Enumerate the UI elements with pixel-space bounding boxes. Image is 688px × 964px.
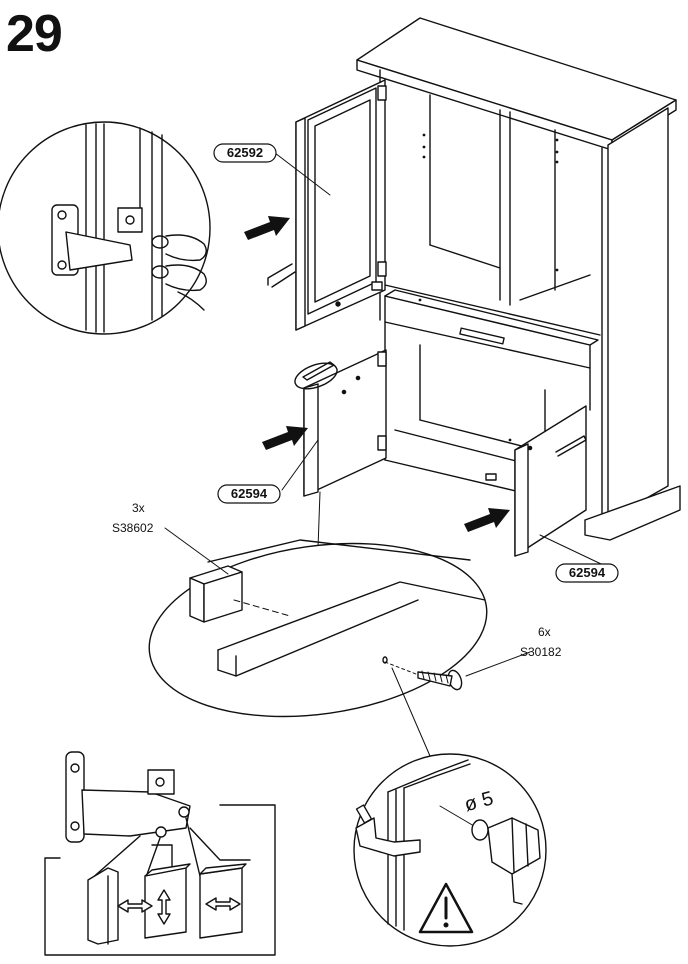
- callout-box-lower-left: [218, 485, 280, 503]
- screw-code: S30182: [520, 645, 562, 659]
- cap-quantity: 3x: [132, 501, 145, 515]
- screw-icon: [383, 657, 464, 691]
- warning-icon: [420, 884, 472, 932]
- callout-door-lower-left: 62594: [231, 486, 268, 501]
- hardware-detail: [138, 523, 530, 737]
- step-number: 29: [6, 5, 63, 63]
- callout-box-upper: [214, 144, 276, 162]
- arrow-icon: [244, 216, 510, 532]
- hinge-adjustment-diagram: [45, 752, 275, 955]
- door-lower-left: [292, 350, 386, 496]
- callout-box-lower-right: [556, 564, 618, 582]
- cap-code: S38602: [112, 521, 154, 535]
- drill-detail: [354, 668, 546, 946]
- door-lower-right: [515, 406, 586, 556]
- hinge-adjust-detail-icon: [0, 122, 210, 334]
- screw-quantity: 6x: [538, 625, 551, 639]
- cap-icon: [190, 566, 290, 622]
- cabinet: [357, 18, 680, 540]
- callout-door-lower-right: 62594: [569, 565, 606, 580]
- door-upper: [268, 80, 386, 330]
- drill-icon: [440, 806, 540, 904]
- callout-door-upper: 62592: [227, 145, 263, 160]
